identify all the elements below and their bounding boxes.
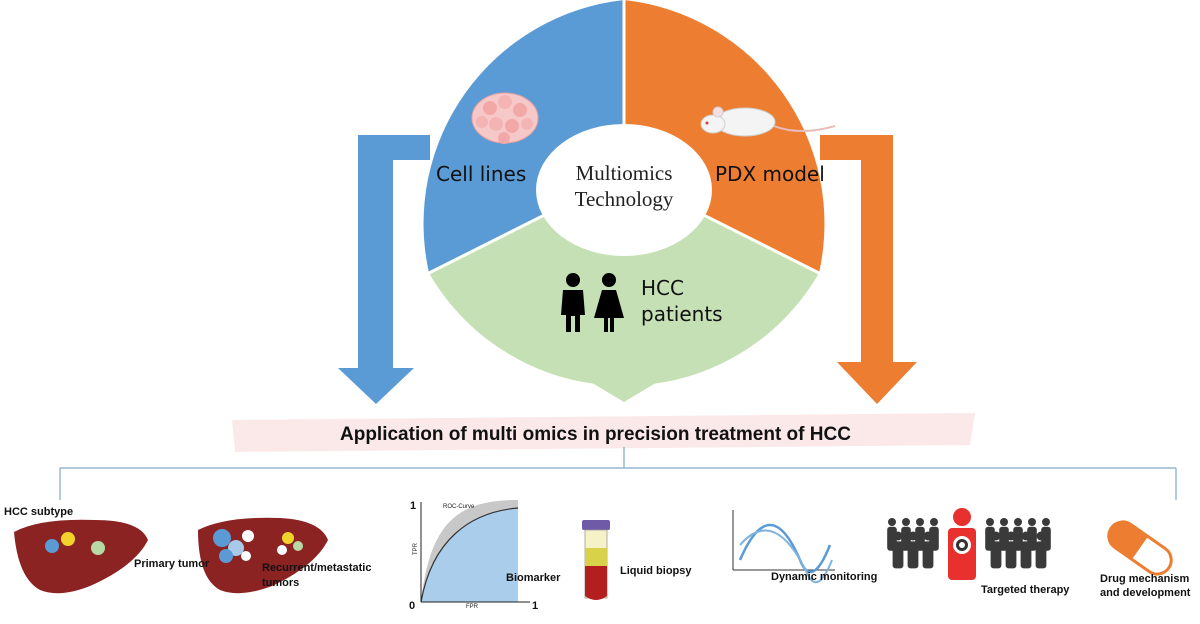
capsule-icon [1107,520,1177,580]
person-head [930,518,938,526]
person-head [1006,531,1016,541]
person-body [1020,541,1032,569]
green-arrow [584,352,664,402]
pdx-model-label: PDX model [715,162,825,186]
blue-arrow [338,135,430,404]
person-body [990,541,1002,569]
person-body [892,541,904,569]
person-head [888,518,896,526]
roc-ylabel: TPR [413,543,419,555]
cell-lines-label: Cell lines [436,162,527,186]
blood-tube-icon [582,520,610,600]
recurrent-label-line1: Recurrent/metastatic [262,562,372,574]
title-band [232,413,975,452]
multiomics-pie [423,0,825,386]
application-title: Application of multi omics in precision … [340,424,851,445]
person-head [902,518,910,526]
person-head [916,518,924,526]
drug-label-line2: and development [1100,587,1191,599]
pie-segment-hcc-patients [429,175,819,386]
person-head [991,531,1001,541]
liquid-biopsy-label: Liquid biopsy [620,565,692,577]
person-head [923,531,933,541]
person-body [1005,541,1017,569]
center-label-line1: Multiomics [575,161,673,185]
pie-segment-pdx-model [624,0,825,273]
people-icon [561,273,624,332]
center-label-line2: Technology [574,187,674,211]
person-head [908,531,918,541]
roc-title: ROC-Curve [443,504,475,510]
hcc-subtype-label: HCC subtype [4,506,74,518]
person-head [893,531,903,541]
person-head [1042,518,1050,526]
mouse-icon [700,106,836,137]
roc-tick-x-right: 1 [532,600,539,612]
roc-tick-origin: 0 [409,600,416,612]
person-head [1036,531,1046,541]
biomarker-label: Biomarker [506,572,561,584]
person-head [1028,518,1036,526]
application-bracket [59,447,1177,500]
cell-cluster-icon [471,92,539,144]
dynamic-monitoring-plot [732,510,835,584]
roc-tick-y-top: 1 [410,500,417,512]
person-head [1000,518,1008,526]
hcc-patients-label-line2: patients [641,302,723,326]
person-body [907,541,919,569]
person-body [1035,541,1047,569]
primary-tumor-label: Primary tumor [134,558,210,570]
person-head [1021,531,1031,541]
targeted-therapy-label: Targeted therapy [981,584,1070,596]
targeted-therapy-crowd [887,508,1051,580]
center-circle [536,124,712,256]
orange-arrow [820,135,917,404]
person-head [986,518,994,526]
dynamic-monitoring-label: Dynamic monitoring [771,571,878,583]
recurrent-label-line2: tumors [262,577,300,589]
person-head [1014,518,1022,526]
hcc-patients-label-line1: HCC [641,276,684,300]
roc-chart [420,500,530,603]
drug-label-line1: Drug mechanism [1100,573,1190,585]
liver-icon-primary [14,519,148,594]
liver-icon-recurrent [198,517,328,594]
roc-xlabel: FPR [466,604,478,610]
person-body [922,541,934,569]
